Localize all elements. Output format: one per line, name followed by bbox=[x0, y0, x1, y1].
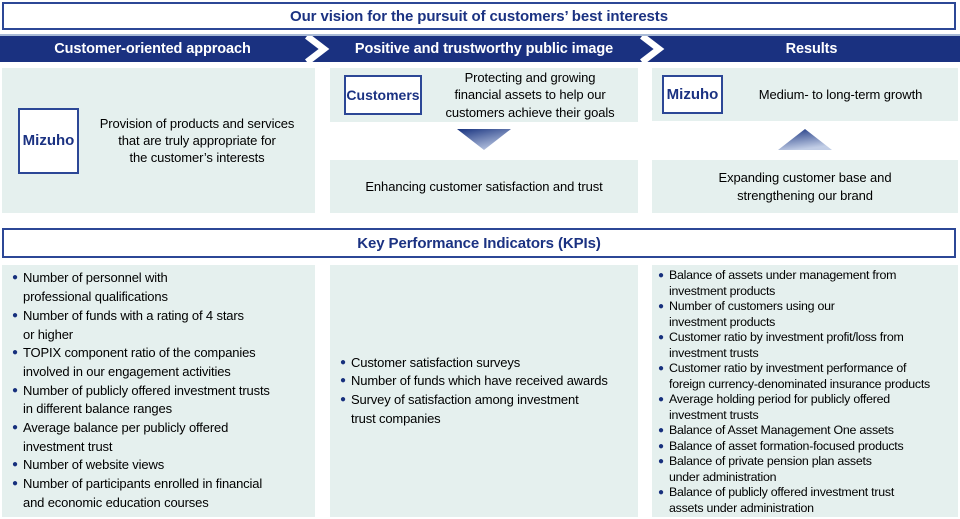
kpi-item: Balance of assets under management from … bbox=[658, 268, 956, 299]
public-image-top-text: Protecting and growing financial assets … bbox=[445, 70, 615, 120]
kpi-column-public-image: Customer satisfaction surveys Number of … bbox=[330, 265, 638, 517]
mizuho-label-box: Mizuho bbox=[18, 107, 79, 174]
kpi-item: Number of customers using our investment… bbox=[658, 299, 956, 330]
kpi-item: Balance of asset formation-focused produ… bbox=[658, 439, 956, 455]
chevron-right-icon bbox=[640, 36, 665, 62]
results-top-box: Mizuho Medium- to long-term growth bbox=[652, 68, 958, 121]
kpi-list: Number of personnel with professional qu… bbox=[12, 269, 311, 512]
kpi-item: Customer ratio by investment profit/loss… bbox=[658, 330, 956, 361]
flow-step-public-image: Positive and trustworthy public image bbox=[354, 41, 614, 57]
results-top-text: Medium- to long-term growth bbox=[758, 86, 923, 102]
kpi-item: Customer ratio by investment performance… bbox=[658, 361, 956, 392]
public-image-top-box: Customers Protecting and growing financi… bbox=[330, 68, 638, 122]
kpi-title: Key Performance Indicators (KPIs) bbox=[357, 234, 601, 252]
kpi-column-results: Balance of assets under management from … bbox=[652, 265, 958, 517]
results-bottom-text: Expanding customer base and strengthenin… bbox=[718, 170, 892, 203]
mizuho-label-box: Mizuho bbox=[662, 75, 723, 114]
customers-label-box: Customers bbox=[344, 75, 422, 115]
kpi-item: Number of participants enrolled in finan… bbox=[12, 475, 311, 512]
kpi-item: Balance of private pension plan assets u… bbox=[658, 454, 956, 485]
kpi-item: Survey of satisfaction among investment … bbox=[340, 391, 634, 428]
kpi-list: Customer satisfaction surveys Number of … bbox=[340, 354, 634, 429]
page-title: Our vision for the pursuit of customers’… bbox=[290, 7, 668, 25]
public-image-bottom-box: Enhancing customer satisfaction and trus… bbox=[330, 160, 638, 213]
flow-step-results: Results bbox=[785, 41, 838, 57]
kpi-item: Number of funds which have received awar… bbox=[340, 372, 634, 391]
down-arrow-icon bbox=[457, 129, 511, 150]
kpi-item: Average balance per publicly offered inv… bbox=[12, 419, 311, 456]
kpi-list: Balance of assets under management from … bbox=[658, 268, 956, 516]
kpi-column-customer-approach: Number of personnel with professional qu… bbox=[2, 265, 315, 517]
customers-label: Customers bbox=[346, 87, 420, 103]
page-title-box: Our vision for the pursuit of customers’… bbox=[2, 2, 956, 30]
customer-approach-box: Mizuho Provision of products and service… bbox=[2, 68, 315, 213]
mizuho-label: Mizuho bbox=[22, 132, 75, 149]
kpi-title-box: Key Performance Indicators (KPIs) bbox=[2, 228, 956, 258]
flow-step-customer-oriented-approach: Customer-oriented approach bbox=[54, 41, 251, 57]
mizuho-label: Mizuho bbox=[666, 86, 719, 103]
flow-header-band bbox=[0, 34, 960, 62]
kpi-item: Average holding period for publicly offe… bbox=[658, 392, 956, 423]
kpi-item: Number of personnel with professional qu… bbox=[12, 269, 311, 306]
kpi-item: Number of publicly offered investment tr… bbox=[12, 382, 311, 419]
kpi-item: TOPIX component ratio of the companies i… bbox=[12, 344, 311, 381]
kpi-item: Balance of publicly offered investment t… bbox=[658, 485, 956, 516]
kpi-item: Number of website views bbox=[12, 456, 311, 475]
kpi-item: Balance of Asset Management One assets bbox=[658, 423, 956, 439]
chevron-right-icon bbox=[305, 36, 330, 62]
kpi-item: Number of funds with a rating of 4 stars… bbox=[12, 307, 311, 344]
public-image-bottom-text: Enhancing customer satisfaction and trus… bbox=[365, 178, 603, 194]
results-bottom-box: Expanding customer base and strengthenin… bbox=[652, 160, 958, 213]
kpi-item: Customer satisfaction surveys bbox=[340, 354, 634, 373]
up-arrow-icon bbox=[778, 129, 832, 150]
customer-approach-text: Provision of products and services that … bbox=[99, 115, 295, 166]
